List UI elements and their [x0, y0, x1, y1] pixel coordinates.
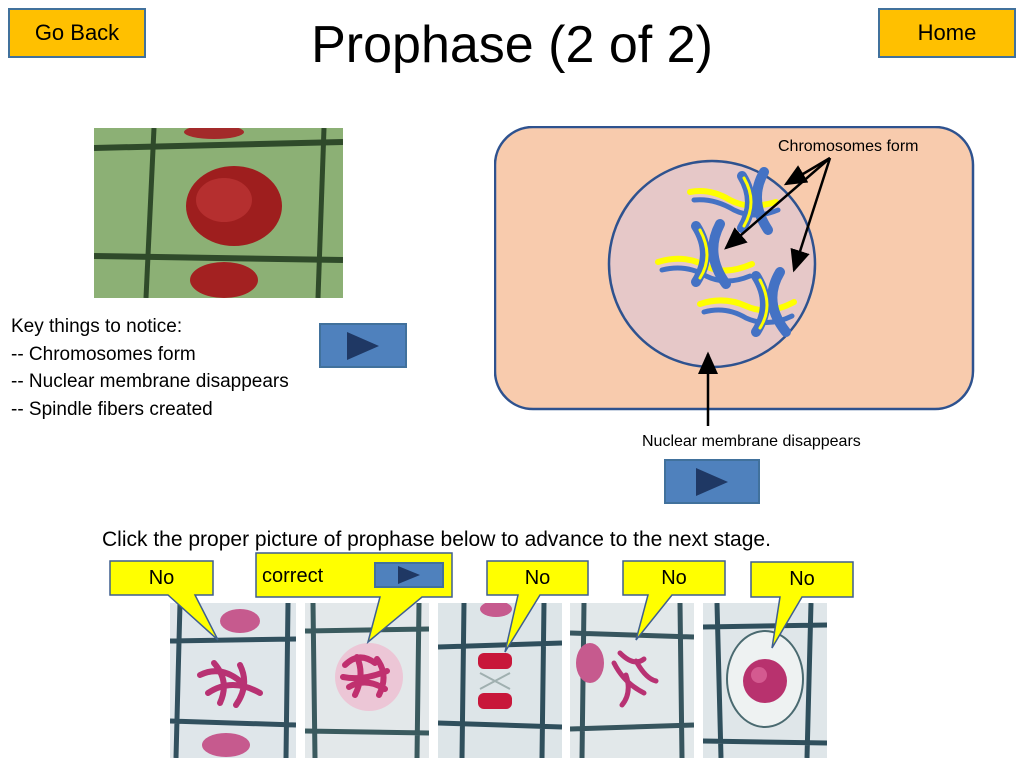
chromosome [655, 219, 755, 289]
choice-micrograph-4[interactable] [570, 603, 694, 758]
note-item: -- Spindle fibers created [11, 398, 213, 420]
chromosome [697, 267, 797, 337]
note-item: -- Nuclear membrane disappears [11, 371, 289, 392]
chromosomes-label: Chromosomes form [778, 138, 918, 155]
note-item: -- Chromosomes form [11, 343, 196, 365]
prophase-diagram: Chromosomes form [494, 126, 975, 426]
choice-label: No [524, 567, 551, 589]
pointer-arrows [698, 156, 832, 426]
go-back-label: Go Back [34, 20, 120, 45]
choice-label: correct [262, 565, 324, 587]
choice-micrograph-2[interactable] [305, 603, 429, 758]
choice-label: No [789, 568, 815, 590]
prophase-micrograph [94, 128, 343, 298]
key-notes: Key things to notice: -- Chromosomes for… [11, 313, 289, 423]
play-button[interactable] [664, 459, 760, 504]
choice-micrograph-5[interactable] [703, 603, 827, 758]
notes-heading: Key things to notice: [11, 316, 183, 337]
choice-label: No [661, 567, 687, 589]
play-icon [696, 467, 728, 496]
choice-micrograph-1[interactable] [170, 603, 296, 758]
home-button[interactable]: Home [878, 8, 1016, 58]
choice-label: No [148, 567, 175, 589]
play-icon [347, 331, 379, 360]
go-back-button[interactable]: Go Back [8, 8, 146, 58]
page-title: Prophase (2 of 2) [311, 16, 713, 74]
home-label: Home [917, 20, 977, 45]
play-icon [398, 566, 420, 584]
choice-micrograph-3[interactable] [438, 603, 562, 758]
play-button[interactable] [319, 323, 407, 368]
correct-play-button[interactable] [374, 562, 444, 588]
nuclear-membrane-label: Nuclear membrane disappears [642, 433, 861, 450]
instruction-text: Click the proper picture of prophase bel… [102, 528, 771, 551]
